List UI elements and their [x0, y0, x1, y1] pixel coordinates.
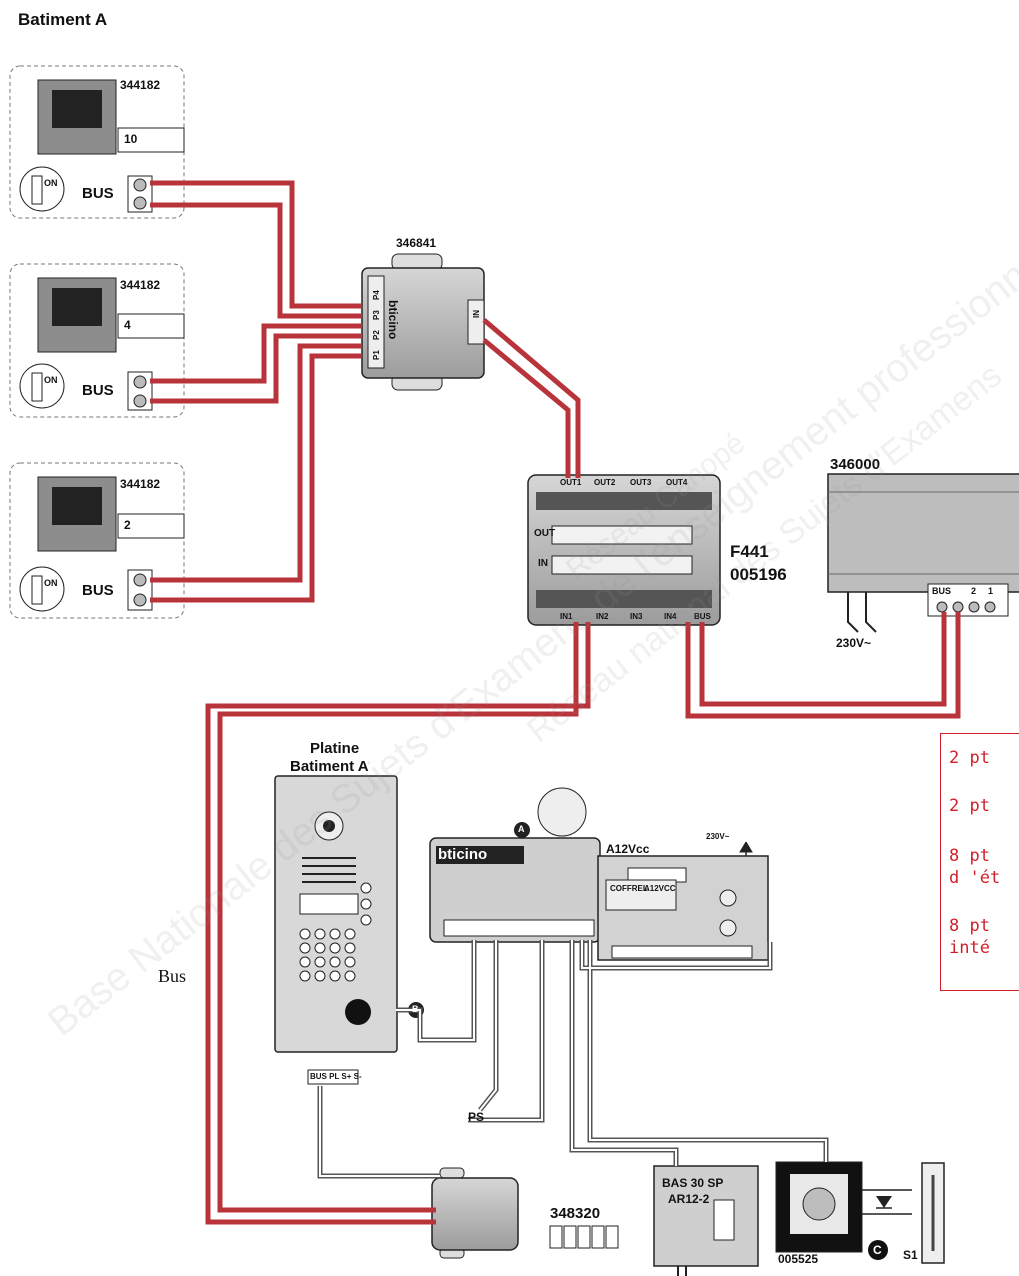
interface-348320 [431, 1167, 619, 1259]
monitor-address-2: 4 [124, 318, 131, 332]
monitor-group-3 [9, 462, 185, 619]
marker-a: A [518, 824, 525, 834]
strike-s1 [862, 1162, 945, 1264]
monitor-ref-1: 344182 [120, 78, 161, 92]
distributor-ref: 346841 [396, 236, 437, 250]
switch-code: 005196 [730, 565, 787, 584]
bus-wire-label: Bus [158, 966, 187, 986]
monitor-bus-2: BUS [82, 382, 114, 399]
panel-terminals: BUS PL S+ S- [310, 1072, 362, 1081]
psu-mains: 230V~ [706, 832, 730, 841]
distributor-port-p4: P4 [372, 290, 381, 300]
psu-model: A12VCC [644, 884, 676, 893]
psu-a12vcc [597, 841, 769, 961]
monitor-bus-1: BUS [82, 185, 114, 202]
monitor-switch-1: ON [44, 178, 58, 188]
distributor-port-p2: P2 [372, 330, 381, 340]
power-supply-mains: 230V~ [836, 636, 872, 650]
score-box: 2 pt 2 pt 8 pt d 'ét 8 pt inté [940, 733, 1019, 991]
distributor-in: IN [472, 310, 481, 318]
keypad [299, 928, 356, 982]
lock-model-line2: AR12-2 [668, 1192, 710, 1206]
power-supply-bus: BUS [932, 586, 952, 596]
door-panel [274, 775, 398, 1085]
switch-row-out: OUT [534, 528, 556, 539]
marker-c: C [873, 1243, 882, 1257]
interface-ref: 348320 [550, 1205, 601, 1222]
distributor-brand: bticino [386, 300, 400, 340]
module-brand: bticino [438, 846, 488, 863]
monitor-address-1: 10 [124, 132, 138, 146]
distributor-346841 [361, 253, 485, 391]
monitor-group-1 [9, 65, 185, 219]
psu-ref: A12Vcc [606, 842, 650, 856]
power-supply-346000 [827, 473, 1019, 633]
marker-b: B [412, 1004, 419, 1014]
monitor-ref-2: 344182 [120, 278, 161, 292]
switch-row-in: IN [538, 558, 548, 569]
panel-title-line1: Platine [310, 740, 360, 757]
monitor-address-3: 2 [124, 518, 131, 532]
lock-bas30sp [653, 1165, 759, 1276]
panel-title-line2: Batiment A [290, 758, 369, 775]
switch-port-in4: IN4 [664, 612, 677, 621]
push-button-005525 [775, 1161, 888, 1260]
score-line-6: inté [949, 938, 990, 958]
switch-port-in3: IN3 [630, 612, 643, 621]
monitor-group-2 [9, 263, 185, 418]
switch-port-out3: OUT3 [630, 478, 652, 487]
button-ref: 005525 [778, 1252, 819, 1266]
monitor-switch-3: ON [44, 578, 58, 588]
distributor-port-p3: P3 [372, 310, 381, 320]
marker-c-icon [868, 1240, 888, 1260]
switch-port-out4: OUT4 [666, 478, 688, 487]
psu-coffrel: COFFREL [610, 884, 648, 893]
power-supply-terminal-2: 2 [971, 586, 977, 596]
switch-unit-f441 [527, 474, 721, 626]
score-line-2: 2 pt [949, 796, 990, 816]
switch-port-out2: OUT2 [594, 478, 616, 487]
power-supply-ref: 346000 [830, 456, 881, 473]
lock-model-line1: BAS 30 SP [662, 1176, 724, 1190]
monitor-switch-2: ON [44, 375, 58, 385]
power-supply-terminal-1: 1 [988, 586, 994, 596]
score-line-1: 2 pt [949, 748, 990, 768]
speaker-icon [345, 999, 371, 1025]
switch-ref: F441 [730, 542, 769, 561]
button-icon [802, 1187, 836, 1221]
diode-icon [876, 1196, 892, 1208]
distributor-port-p1: P1 [372, 350, 381, 360]
building-label: Batiment A [18, 10, 108, 29]
switch-port-in1: IN1 [560, 612, 573, 621]
score-line-3: 8 pt [949, 846, 990, 866]
score-line-5: 8 pt [949, 916, 990, 936]
detail-zoom-a [537, 787, 587, 837]
monitor-ref-3: 344182 [120, 477, 161, 491]
score-line-4: d 'ét [949, 868, 1001, 888]
monitor-bus-3: BUS [82, 582, 114, 599]
s1-label: S1 [903, 1248, 918, 1262]
switch-port-bus: BUS [694, 612, 711, 621]
ps-label: PS [468, 1110, 485, 1124]
switch-port-in2: IN2 [596, 612, 609, 621]
main-module [408, 787, 601, 1018]
switch-port-out1: OUT1 [560, 478, 582, 487]
bus-wiring [150, 180, 961, 1225]
marker-a-icon [514, 822, 530, 838]
